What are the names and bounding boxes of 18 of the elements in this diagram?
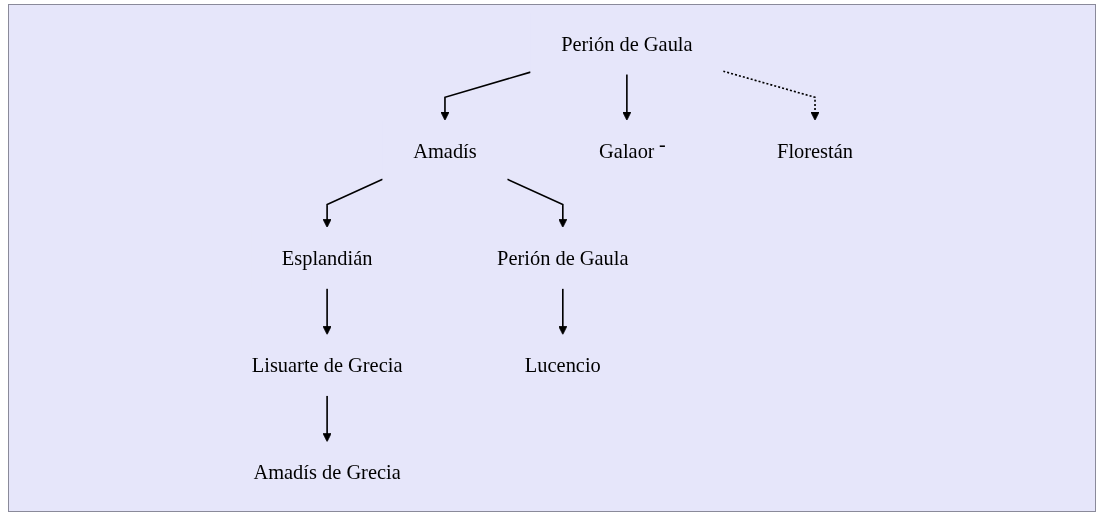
note-text: - [659,133,666,156]
node-text: Florestán [776,139,853,163]
arrow [722,70,820,121]
arrow [622,73,631,121]
arrow [322,178,384,228]
node-text: Perión de Gaula [560,32,693,55]
node-text: Lisuarte de Grecia [251,353,403,377]
node-text: Amadís de Grecia [253,461,401,484]
node-text: Amadís [412,139,477,163]
arrow [440,71,531,121]
node-text: Esplandián [281,246,373,270]
arrow [557,287,567,335]
node-text: Galaor [598,139,655,163]
arrow [322,287,332,335]
arrow [506,178,567,228]
node-text: Perión de Gaula [496,246,629,270]
node-text: Lucencio [524,353,601,377]
arrow [322,394,332,443]
